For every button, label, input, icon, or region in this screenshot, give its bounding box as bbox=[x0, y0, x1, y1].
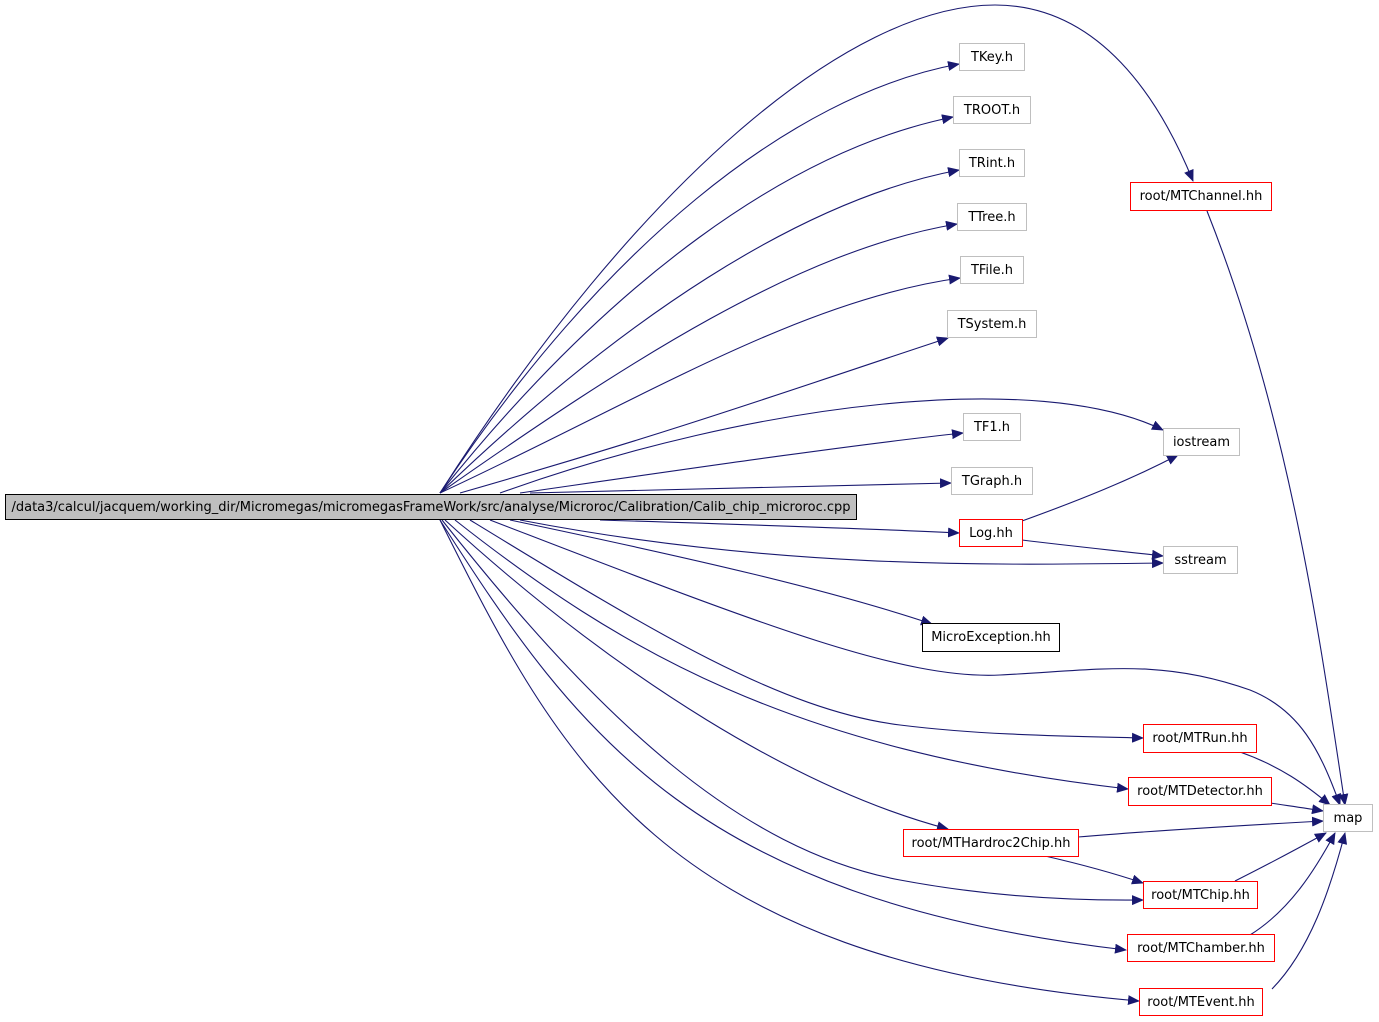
node-tf1[interactable]: TF1.h bbox=[963, 413, 1021, 441]
edge-root-to-tsystem bbox=[459, 336, 949, 494]
edge-root-to-mtdetector bbox=[454, 519, 1129, 793]
node-tgraph[interactable]: TGraph.h bbox=[951, 467, 1033, 495]
node-mtchannel[interactable]: root/MTChannel.hh bbox=[1130, 182, 1272, 211]
edge-root-to-iostream bbox=[499, 398, 1164, 494]
edge-mthardroc2chip-to-map bbox=[1077, 816, 1324, 838]
node-map[interactable]: map bbox=[1323, 804, 1373, 832]
edges bbox=[439, 4, 1349, 1006]
edge-log-to-iostream bbox=[1021, 454, 1179, 522]
edge-log-to-sstream bbox=[1021, 539, 1164, 560]
edge-root-to-tfile bbox=[439, 274, 961, 494]
edge-root-to-map bbox=[489, 519, 1341, 806]
edge-mthardroc2chip-to-mtchip bbox=[1044, 855, 1144, 885]
node-tfile[interactable]: TFile.h bbox=[960, 256, 1024, 284]
edge-root-to-mthardroc2chip bbox=[444, 519, 949, 832]
edge-mtchannel-to-map bbox=[1206, 210, 1349, 806]
edge-mtrun-to-map bbox=[1239, 751, 1331, 806]
edge-root-to-mtevent bbox=[439, 519, 1140, 1006]
node-ttree[interactable]: TTree.h bbox=[957, 203, 1027, 231]
edge-root-to-ttree bbox=[439, 220, 958, 494]
node-tkey[interactable]: TKey.h bbox=[959, 43, 1025, 71]
edge-root-to-tgraph bbox=[529, 478, 952, 494]
node-mthardroc2chip[interactable]: root/MTHardroc2Chip.hh bbox=[903, 829, 1079, 857]
edge-root-to-microexception bbox=[509, 519, 933, 626]
edge-root-to-mtchannel bbox=[439, 4, 1194, 494]
edge-mtdetector-to-map bbox=[1269, 802, 1324, 815]
edge-mtevent-to-map bbox=[1271, 832, 1348, 990]
node-mtevent[interactable]: root/MTEvent.hh bbox=[1139, 988, 1263, 1016]
edge-root-to-mtrun bbox=[469, 519, 1144, 743]
root-file-node: /data3/calcul/jacquem/working_dir/Microm… bbox=[5, 494, 857, 520]
edge-root-to-tkey bbox=[439, 61, 960, 494]
edge-root-to-sstream bbox=[519, 519, 1164, 569]
node-microexception[interactable]: MicroException.hh bbox=[922, 623, 1060, 652]
node-log[interactable]: Log.hh bbox=[959, 519, 1023, 547]
node-trint[interactable]: TRint.h bbox=[959, 149, 1025, 177]
edge-root-to-tf1 bbox=[519, 429, 964, 494]
node-tsystem[interactable]: TSystem.h bbox=[947, 310, 1037, 338]
node-mtchamber[interactable]: root/MTChamber.hh bbox=[1127, 934, 1275, 962]
node-troot[interactable]: TROOT.h bbox=[953, 96, 1031, 124]
node-sstream[interactable]: sstream bbox=[1163, 546, 1238, 574]
edge-root-to-log bbox=[599, 519, 960, 538]
edge-mtchamber-to-map bbox=[1249, 832, 1336, 936]
node-iostream[interactable]: iostream bbox=[1163, 428, 1240, 456]
edge-root-to-mtchip bbox=[441, 519, 1144, 906]
node-mtchip[interactable]: root/MTChip.hh bbox=[1143, 881, 1258, 909]
edge-root-to-trint bbox=[439, 167, 960, 494]
edge-root-to-troot bbox=[439, 114, 954, 494]
node-mtrun[interactable]: root/MTRun.hh bbox=[1143, 724, 1257, 753]
edge-mtchip-to-map bbox=[1234, 832, 1327, 882]
edge-root-to-mtchamber bbox=[439, 519, 1127, 954]
node-mtdetector[interactable]: root/MTDetector.hh bbox=[1128, 777, 1272, 806]
